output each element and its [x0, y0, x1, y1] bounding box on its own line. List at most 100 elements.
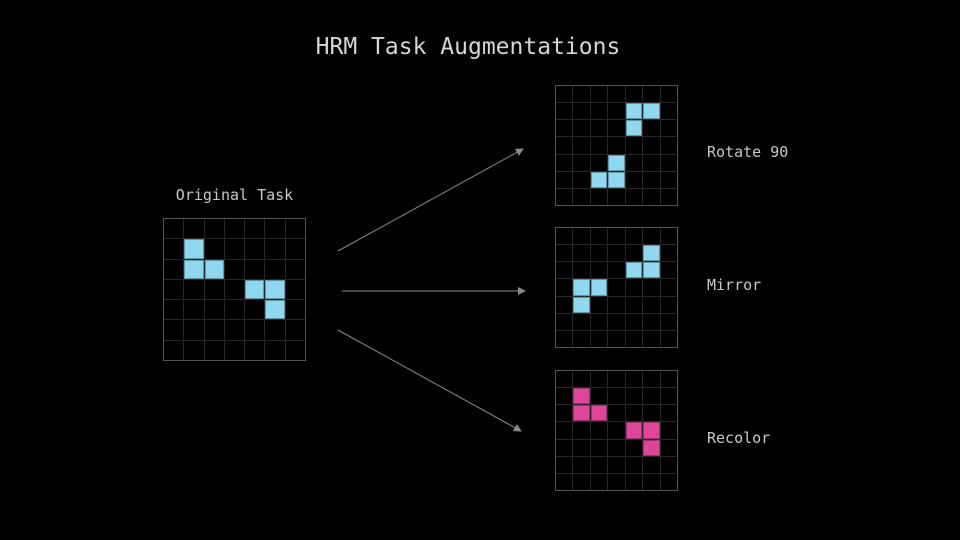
grid-cell: [590, 228, 608, 245]
grid-cell: [573, 171, 590, 188]
grid-cell: [590, 473, 608, 490]
grid-cell: [608, 330, 625, 347]
grid-cell: [556, 405, 573, 422]
grid-cell: [590, 86, 608, 103]
grid-cell: [573, 330, 590, 347]
grid-cell: [608, 154, 625, 171]
grid-cell: [643, 154, 660, 171]
grid-cell: [556, 245, 573, 262]
grid-cell: [573, 137, 590, 154]
grid-cell: [285, 239, 305, 259]
grid-cell: [625, 262, 643, 279]
grid-cell: [625, 228, 643, 245]
grid-cell: [643, 473, 660, 490]
grid-cell: [556, 473, 573, 490]
grid-cell: [625, 86, 643, 103]
grid-cell: [224, 219, 245, 239]
grid-cell: [224, 300, 245, 320]
grid-cell: [590, 388, 608, 405]
grid-cell: [573, 439, 590, 456]
grid-cell: [660, 313, 677, 330]
grid-cell: [625, 120, 643, 137]
grid-cell: [285, 219, 305, 239]
grid-cell: [184, 239, 204, 259]
grid-cell: [608, 137, 625, 154]
grid-cell: [164, 340, 184, 360]
grid-cell: [643, 296, 660, 313]
grid-cell: [590, 103, 608, 120]
grid-cell: [643, 439, 660, 456]
grid-cell: [285, 259, 305, 279]
grid-cell: [590, 296, 608, 313]
grid-cell: [556, 228, 573, 245]
grid-cell: [184, 340, 204, 360]
grid-cell: [625, 188, 643, 205]
grid-cell: [608, 313, 625, 330]
grid-cell: [556, 296, 573, 313]
grid-cell: [608, 103, 625, 120]
grid-cell: [556, 279, 573, 296]
grid-cell: [660, 120, 677, 137]
grid-cell: [556, 422, 573, 439]
grid-cell: [625, 137, 643, 154]
grid-cell: [204, 279, 224, 300]
grid-cell: [265, 239, 285, 259]
grid-cell: [556, 171, 573, 188]
grid-cell: [660, 137, 677, 154]
grid-cell: [608, 228, 625, 245]
grid-cell: [573, 154, 590, 171]
grid-cell: [660, 388, 677, 405]
grid-cell: [590, 262, 608, 279]
grid-cell: [573, 228, 590, 245]
grid-cell: [285, 320, 305, 340]
grid-cell: [643, 120, 660, 137]
grid-cell: [245, 340, 265, 360]
grid-cell: [556, 388, 573, 405]
grid-cell: [660, 245, 677, 262]
grid-cell: [625, 245, 643, 262]
grid-cell: [608, 456, 625, 473]
grid-cell: [164, 279, 184, 300]
grid-cell: [556, 154, 573, 171]
grid-cell: [573, 313, 590, 330]
grid-cell: [625, 473, 643, 490]
grid-cell: [556, 439, 573, 456]
grid-cell: [573, 422, 590, 439]
grid-cell: [643, 313, 660, 330]
grid-cell: [643, 188, 660, 205]
grid-cell: [245, 320, 265, 340]
grid-cell: [573, 262, 590, 279]
arrow-to-recolor: [337, 329, 522, 432]
grid-cell: [643, 86, 660, 103]
grid-cell: [660, 103, 677, 120]
grid-cell: [660, 296, 677, 313]
grid-cell: [608, 296, 625, 313]
grid-cell: [643, 228, 660, 245]
grid-cell: [204, 320, 224, 340]
grid-cell: [660, 422, 677, 439]
grid-cell: [285, 340, 305, 360]
grid-cell: [573, 86, 590, 103]
grid-cell: [265, 259, 285, 279]
grid-cell: [590, 245, 608, 262]
grid-cell: [556, 313, 573, 330]
grid-cell: [265, 320, 285, 340]
grid-cell: [573, 388, 590, 405]
grid-cell: [608, 171, 625, 188]
grid-cell: [204, 300, 224, 320]
original-task-grid: [163, 218, 306, 361]
grid-cell: [184, 300, 204, 320]
grid-cell: [608, 371, 625, 388]
grid-cell: [573, 279, 590, 296]
grid-cell: [660, 405, 677, 422]
grid-cell: [625, 171, 643, 188]
grid-cell: [164, 219, 184, 239]
grid-cell: [625, 296, 643, 313]
grid-cell: [556, 262, 573, 279]
rotate90-grid: [555, 85, 678, 206]
grid-cell: [265, 340, 285, 360]
grid-cell: [643, 171, 660, 188]
grid-cell: [224, 259, 245, 279]
grid-cell: [660, 86, 677, 103]
grid-cell: [590, 120, 608, 137]
